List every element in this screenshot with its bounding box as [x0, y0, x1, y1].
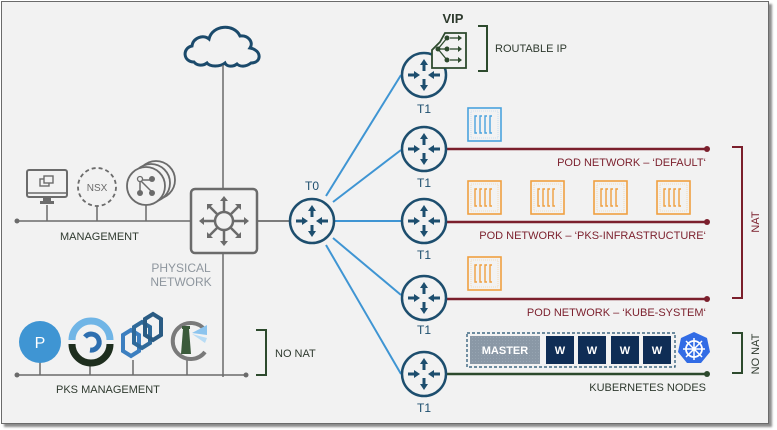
t1-router-default-icon: [400, 125, 448, 173]
kubernetes-icon: [678, 332, 710, 363]
pod-network-kube-system-label: POD NETWORK – ‘KUBE-SYSTEM‘: [527, 307, 706, 319]
master-node: MASTER: [470, 336, 540, 364]
physical-switch-icon: [189, 187, 259, 255]
t1-label: T1: [417, 176, 431, 190]
ops-manager-icon: [126, 160, 176, 206]
management-label: MANAGEMENT: [60, 231, 139, 243]
no-nat-left-label: NO NAT: [275, 348, 316, 360]
t1-label: T1: [417, 401, 431, 415]
routable-ip-label: ROUTABLE IP: [495, 43, 567, 55]
t1-router-kube-system-icon: [400, 274, 448, 322]
harbor-icon: [121, 311, 163, 359]
t1-label: T1: [417, 248, 431, 262]
nsx-manager-icon: NSX: [77, 167, 117, 207]
pod-icon-pks-infra: [593, 180, 628, 215]
worker-label: W: [620, 345, 631, 357]
worker-node: W: [611, 336, 639, 364]
worker-node: W: [643, 336, 671, 364]
t1-router-nodes-icon: [400, 350, 448, 398]
lighthouse-icon: [170, 321, 207, 361]
nsx-label: NSX: [87, 183, 108, 194]
vip-label: VIP: [443, 11, 464, 26]
nat-label: NAT: [750, 211, 762, 232]
pod-network-pks-infra-label: POD NETWORK – ‘PKS-INFRASTRUCTURE‘: [479, 230, 706, 242]
load-balancer-icon: [431, 32, 467, 69]
t0-label: T0: [305, 179, 319, 193]
worker-label: W: [652, 345, 663, 357]
pod-icon-pks-infra: [530, 180, 565, 215]
pks-management-label: PKS MANAGEMENT: [56, 384, 160, 396]
pks-logo-letter: P: [35, 335, 46, 352]
worker-node: W: [578, 336, 606, 364]
pod-network-default-label: POD NETWORK – ‘DEFAULT‘: [557, 157, 706, 169]
pod-icon-pks-infra: [467, 180, 502, 215]
cluster-boundary: [466, 332, 676, 368]
bosh-icon: [68, 317, 114, 367]
physical-network-label-2: NETWORK: [150, 275, 211, 289]
worker-node: W: [546, 336, 574, 364]
pod-icon-kube-system: [467, 256, 502, 291]
t0-t1-uplinks: [325, 74, 402, 375]
pod-icon-pks-infra: [656, 180, 691, 215]
kubernetes-nodes-label: KUBERNETES NODES: [589, 382, 706, 394]
t0-router-icon: [288, 197, 336, 245]
pod-icon-default: [467, 107, 502, 142]
t1-router-pks-infra-icon: [400, 197, 448, 245]
pks-icon: P: [19, 321, 61, 363]
vcenter-icon: [26, 169, 68, 204]
t1-label: T1: [417, 102, 431, 116]
master-label: MASTER: [482, 345, 529, 357]
physical-network-label-1: PHYSICAL: [151, 261, 211, 275]
worker-label: W: [587, 345, 598, 357]
t1-label: T1: [417, 323, 431, 337]
worker-label: W: [555, 345, 566, 357]
no-nat-right-label: NO NAT: [750, 333, 762, 374]
internet-cloud-icon: [183, 25, 261, 68]
